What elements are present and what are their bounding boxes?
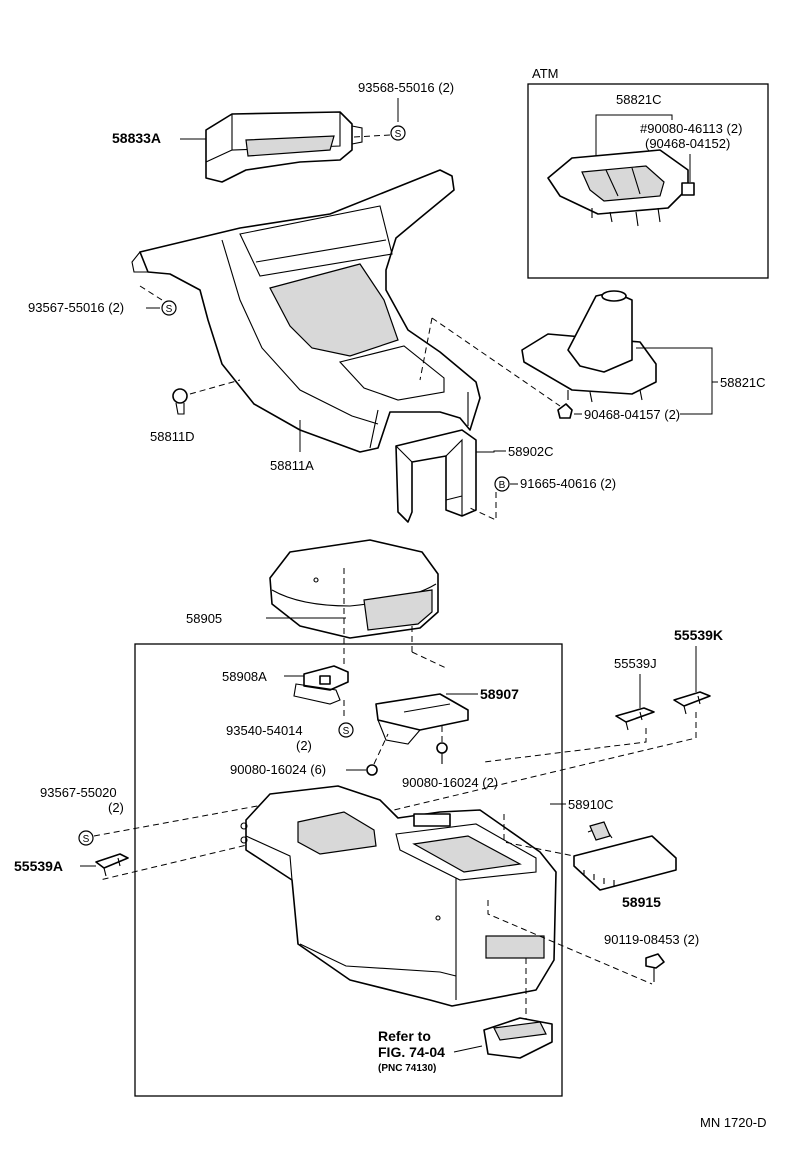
label-93540-54014: 93540-54014 bbox=[226, 723, 303, 738]
label-91665-40616: 91665-40616 (2) bbox=[520, 476, 616, 491]
label-58910C: 58910C bbox=[568, 797, 614, 812]
switch-part bbox=[483, 1017, 553, 1059]
dashline-boot-console bbox=[431, 317, 561, 407]
dashline-boot-console-2 bbox=[419, 317, 433, 381]
svg-text:S: S bbox=[83, 834, 90, 845]
58910C-lower-console-part bbox=[240, 785, 557, 1007]
55539A-clip-part bbox=[95, 853, 129, 877]
label-90468-04152: (90468-04152) bbox=[645, 136, 730, 151]
svg-text:B: B bbox=[499, 480, 506, 491]
label-93567-55020: 93567-55020 bbox=[40, 785, 117, 800]
atm-inset: ATM 58821C #90080-46113 (2) (90468-04152… bbox=[527, 66, 769, 279]
label-58811A: 58811A bbox=[270, 458, 314, 473]
label-55539K: 55539K bbox=[674, 627, 723, 643]
58907-hinge-part bbox=[375, 693, 469, 745]
90468-04157-clip-part bbox=[557, 403, 573, 419]
leader-fig-reference bbox=[453, 1045, 483, 1053]
label-58905: 58905 bbox=[186, 611, 222, 626]
atm-shift-bezel-part bbox=[547, 149, 695, 227]
s-clip-symbol-4: S bbox=[78, 830, 94, 846]
label-55539A: 55539A bbox=[14, 858, 63, 874]
58905-armrest-lid-part bbox=[269, 539, 439, 639]
58902C-bracket-part bbox=[395, 429, 477, 523]
label-58902C: 58902C bbox=[508, 444, 554, 459]
atm-label: ATM bbox=[532, 66, 558, 81]
s-clip-symbol: S bbox=[390, 125, 406, 141]
label-58915: 58915 bbox=[622, 894, 661, 910]
leader-58902C bbox=[476, 450, 506, 453]
dashline-55539J bbox=[483, 728, 647, 763]
label-93568-55016: 93568-55016 (2) bbox=[358, 80, 454, 95]
label-55539J: 55539J bbox=[614, 656, 657, 671]
svg-text:S: S bbox=[166, 304, 173, 315]
svg-text:S: S bbox=[343, 726, 350, 737]
svg-text:S: S bbox=[395, 129, 402, 140]
dashline-screw-6 bbox=[373, 733, 389, 765]
58811D-clip-part bbox=[172, 388, 188, 415]
dashline-58915 bbox=[503, 814, 575, 857]
lower-assembly-frame bbox=[134, 643, 563, 1097]
refer-to-text: Refer to bbox=[378, 1028, 431, 1044]
label-90468-04157: 90468-04157 (2) bbox=[584, 407, 680, 422]
label-58821C: 58821C bbox=[720, 375, 766, 390]
90119-08453-screw-part bbox=[645, 953, 665, 982]
s-clip-symbol-2: S bbox=[161, 300, 177, 316]
s-clip-symbol-3: S bbox=[338, 722, 354, 738]
label-58908A: 58908A bbox=[222, 669, 267, 684]
dashline-lid-hinge-2 bbox=[411, 651, 447, 669]
dashline-93567-55020 bbox=[93, 799, 291, 837]
label-93567-55016: 93567-55016 (2) bbox=[28, 300, 124, 315]
label-58907: 58907 bbox=[480, 686, 519, 702]
90080-16024-screw-part-2 bbox=[436, 742, 448, 764]
58821C-shift-boot-part bbox=[521, 290, 657, 403]
dashline-58811D bbox=[189, 379, 241, 395]
label-93540-qty: (2) bbox=[296, 738, 312, 753]
dashline-90119 bbox=[487, 900, 653, 985]
fig-reference: FIG. 74-04 bbox=[378, 1044, 445, 1060]
dashline-93567-55016 bbox=[139, 285, 163, 301]
55539K-clip-part bbox=[673, 691, 711, 715]
58915-tray-part bbox=[573, 821, 677, 891]
atm-inset-frame bbox=[527, 83, 769, 279]
leader-58821C bbox=[636, 347, 713, 415]
label-58833A: 58833A bbox=[112, 130, 161, 146]
58833A-box-part bbox=[205, 111, 363, 183]
label-90080-16024-6: 90080-16024 (6) bbox=[230, 762, 326, 777]
diagram-code: MN 1720-D bbox=[700, 1115, 766, 1130]
label-58811D: 58811D bbox=[150, 429, 195, 444]
pnc-reference: (PNC 74130) bbox=[378, 1063, 436, 1074]
58908A-latch-part bbox=[293, 665, 349, 705]
55539J-clip-part bbox=[615, 707, 655, 731]
58811A-upper-console-part bbox=[131, 169, 481, 453]
label-93567-qty: (2) bbox=[108, 800, 124, 815]
90080-16024-screw-part bbox=[366, 764, 378, 776]
b-bolt-symbol: B bbox=[494, 476, 510, 492]
dashline-58833A-clip bbox=[353, 134, 391, 138]
label-58821C-atm: 58821C bbox=[616, 92, 662, 107]
label-90119-08453: 90119-08453 (2) bbox=[604, 932, 699, 947]
label-90080-16024-2: 90080-16024 (2) bbox=[402, 775, 498, 790]
leader-58821C-atm bbox=[595, 114, 673, 158]
label-90080-46113: #90080-46113 (2) bbox=[640, 121, 742, 136]
